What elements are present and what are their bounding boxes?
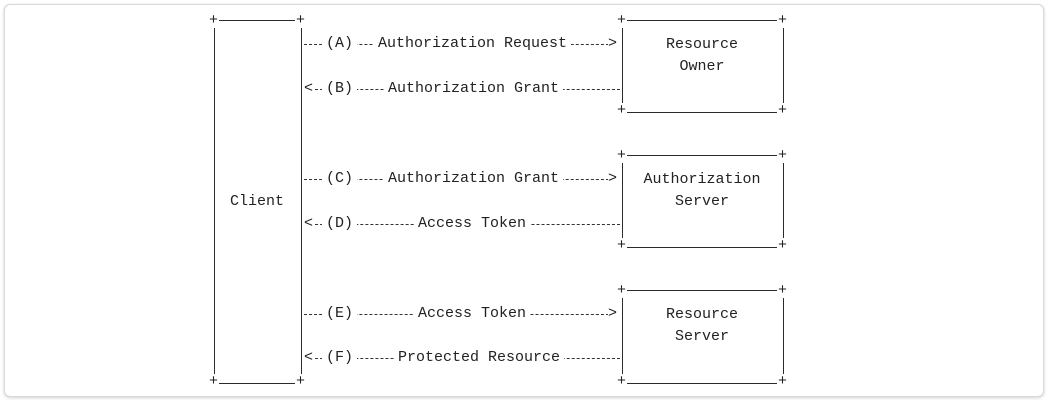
flow-e-label: Access Token bbox=[414, 305, 531, 323]
flow-c-label: Authorization Grant bbox=[384, 170, 564, 188]
authorization-server-corner-br: + bbox=[777, 237, 788, 254]
flow-a-arrowhead: > bbox=[608, 35, 618, 53]
flow-b-step: (B) bbox=[322, 80, 358, 98]
flow-e-arrowhead: > bbox=[608, 305, 618, 323]
flow-b-label: Authorization Grant bbox=[384, 80, 564, 98]
client-box-corner-tl: + bbox=[208, 12, 219, 29]
resource-owner-box bbox=[622, 20, 784, 113]
client-box-corner-tr: + bbox=[295, 12, 306, 29]
flow-f-step: (F) bbox=[322, 349, 358, 367]
authorization-server-label-line2: Server bbox=[674, 193, 729, 210]
authorization-server-corner-tl: + bbox=[616, 147, 627, 164]
client-label: Client bbox=[229, 193, 284, 210]
resource-server-box bbox=[622, 290, 784, 384]
flow-d-arrowhead: < bbox=[304, 215, 314, 233]
authorization-server-box bbox=[622, 155, 784, 248]
flow-c-arrowhead: > bbox=[608, 170, 618, 188]
flow-f-arrowhead: < bbox=[304, 349, 314, 367]
flow-e-step: (E) bbox=[322, 305, 358, 323]
resource-server-corner-bl: + bbox=[616, 373, 627, 390]
flow-c-step: (C) bbox=[322, 170, 358, 188]
resource-owner-corner-tl: + bbox=[616, 12, 627, 29]
resource-server-corner-tl: + bbox=[616, 282, 627, 299]
client-box bbox=[214, 20, 302, 384]
flow-f-label: Protected Resource bbox=[394, 349, 565, 367]
resource-owner-corner-br: + bbox=[777, 102, 788, 119]
flow-b-arrowhead: < bbox=[304, 80, 314, 98]
flow-d-step: (D) bbox=[322, 215, 358, 233]
flow-d-label: Access Token bbox=[414, 215, 531, 233]
resource-server-label-line2: Server bbox=[674, 328, 729, 345]
authorization-server-label-line1: Authorization bbox=[643, 171, 761, 188]
resource-server-label-line1: Resource bbox=[665, 306, 738, 323]
resource-server-corner-tr: + bbox=[777, 282, 788, 299]
resource-owner-label-line1: Resource bbox=[665, 36, 738, 53]
resource-owner-corner-tr: + bbox=[777, 12, 788, 29]
flow-a-label: Authorization Request bbox=[374, 35, 572, 53]
client-box-corner-br: + bbox=[295, 373, 306, 390]
flow-a-step: (A) bbox=[322, 35, 358, 53]
resource-owner-label-line2: Owner bbox=[679, 58, 725, 75]
authorization-server-corner-tr: + bbox=[777, 147, 788, 164]
resource-owner-corner-bl: + bbox=[616, 102, 627, 119]
authorization-server-corner-bl: + bbox=[616, 237, 627, 254]
resource-server-corner-br: + bbox=[777, 373, 788, 390]
diagram-frame bbox=[4, 4, 1044, 397]
client-box-corner-bl: + bbox=[208, 373, 219, 390]
